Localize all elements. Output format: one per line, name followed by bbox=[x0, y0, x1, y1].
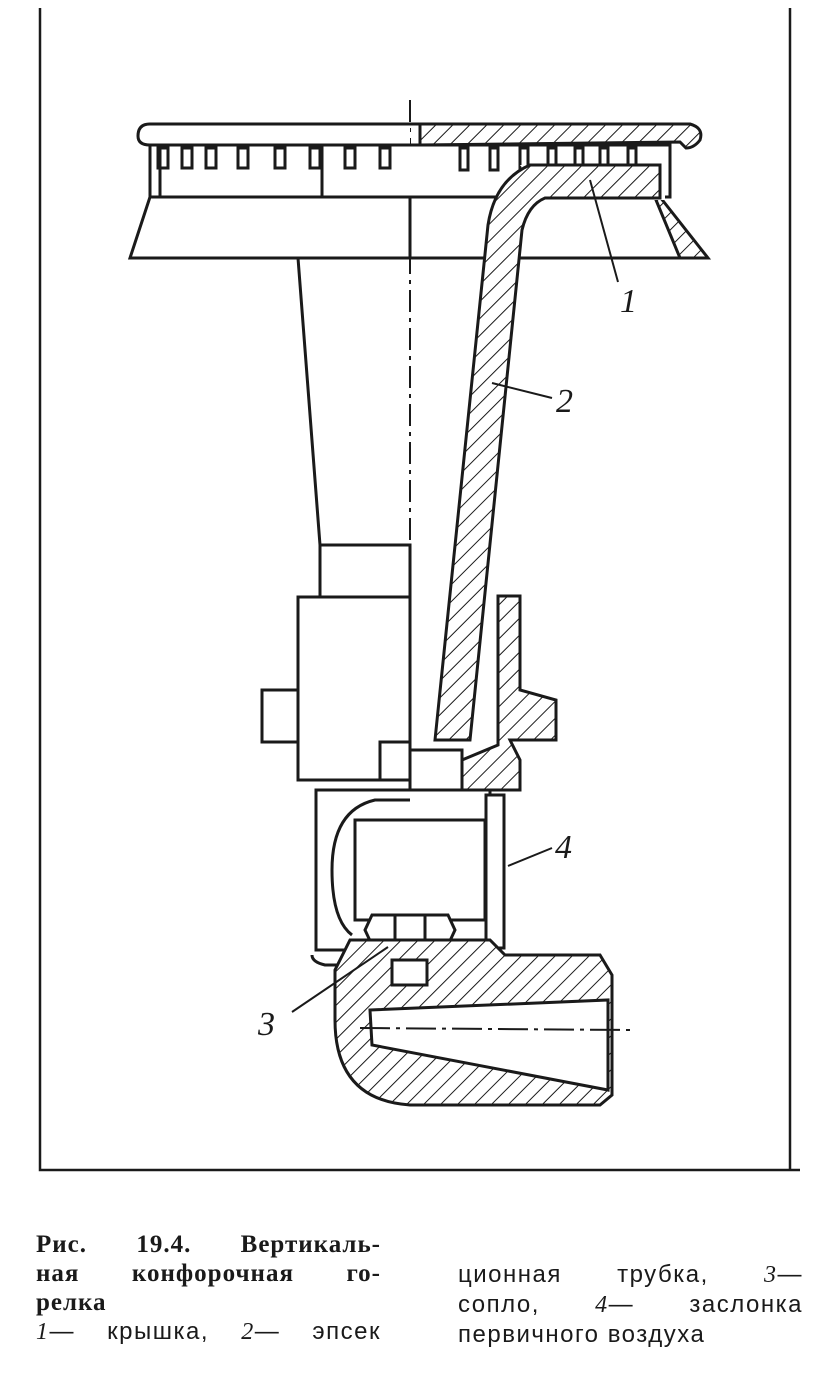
legend-text-3: ционная трубка, bbox=[458, 1261, 709, 1288]
frame-border bbox=[38, 8, 800, 1172]
callout-labels: 1 2 4 3 bbox=[257, 283, 637, 1043]
caption-left-column: Рис. 19.4. Вертикаль- ная конфорочная го… bbox=[36, 1230, 381, 1347]
burner-body bbox=[127, 194, 712, 260]
callout-4: 4 bbox=[555, 829, 572, 866]
caption-title-line-3: релка bbox=[36, 1289, 107, 1316]
legend-line-1: 1— крышка, 2— эпсек bbox=[36, 1317, 381, 1347]
leader-lines bbox=[291, 179, 619, 1013]
callout-3: 3 bbox=[257, 1006, 275, 1043]
legend-line-4: первичного воздуха bbox=[458, 1321, 706, 1348]
caption-title: Рис. 19.4. Вертикаль- ная конфорочная го… bbox=[36, 1230, 381, 1317]
legend-line-2: ционная трубка, 3— bbox=[458, 1260, 803, 1290]
legend-num-2: 2 bbox=[241, 1319, 255, 1345]
legend-num-4: 4 bbox=[595, 1292, 609, 1318]
legend-num-1: 1 bbox=[36, 1319, 50, 1345]
legend-text-4: — bbox=[777, 1261, 803, 1288]
air-shutter bbox=[314, 788, 506, 952]
burner-stand bbox=[260, 543, 464, 822]
callout-1: 1 bbox=[620, 283, 637, 320]
legend-text-1: — крышка, bbox=[49, 1318, 210, 1345]
burner-diagram: 1 2 4 3 bbox=[38, 8, 800, 1172]
caption-title-line-1: Рис. 19.4. Вертикаль- bbox=[36, 1231, 381, 1258]
caption-right-column: ционная трубка, 3— сопло, 4— заслонка пе… bbox=[458, 1260, 803, 1350]
figure-caption: Рис. 19.4. Вертикаль- ная конфорочная го… bbox=[0, 1230, 829, 1390]
burner-ports bbox=[148, 143, 672, 199]
burner-cover bbox=[136, 122, 703, 150]
legend-text-6: — заслонка bbox=[608, 1291, 803, 1318]
legend-text-2: — эпсек bbox=[254, 1318, 381, 1345]
legend-num-3: 3 bbox=[764, 1262, 778, 1288]
caption-legend-start: 1— крышка, 2— эпсек bbox=[36, 1317, 381, 1347]
legend-text-5: сопло, bbox=[458, 1291, 540, 1318]
legend-line-3: сопло, 4— заслонка bbox=[458, 1290, 803, 1320]
gas-fitting bbox=[333, 938, 631, 1107]
caption-title-line-2: ная конфорочная го- bbox=[36, 1260, 381, 1287]
callout-2: 2 bbox=[556, 383, 573, 420]
